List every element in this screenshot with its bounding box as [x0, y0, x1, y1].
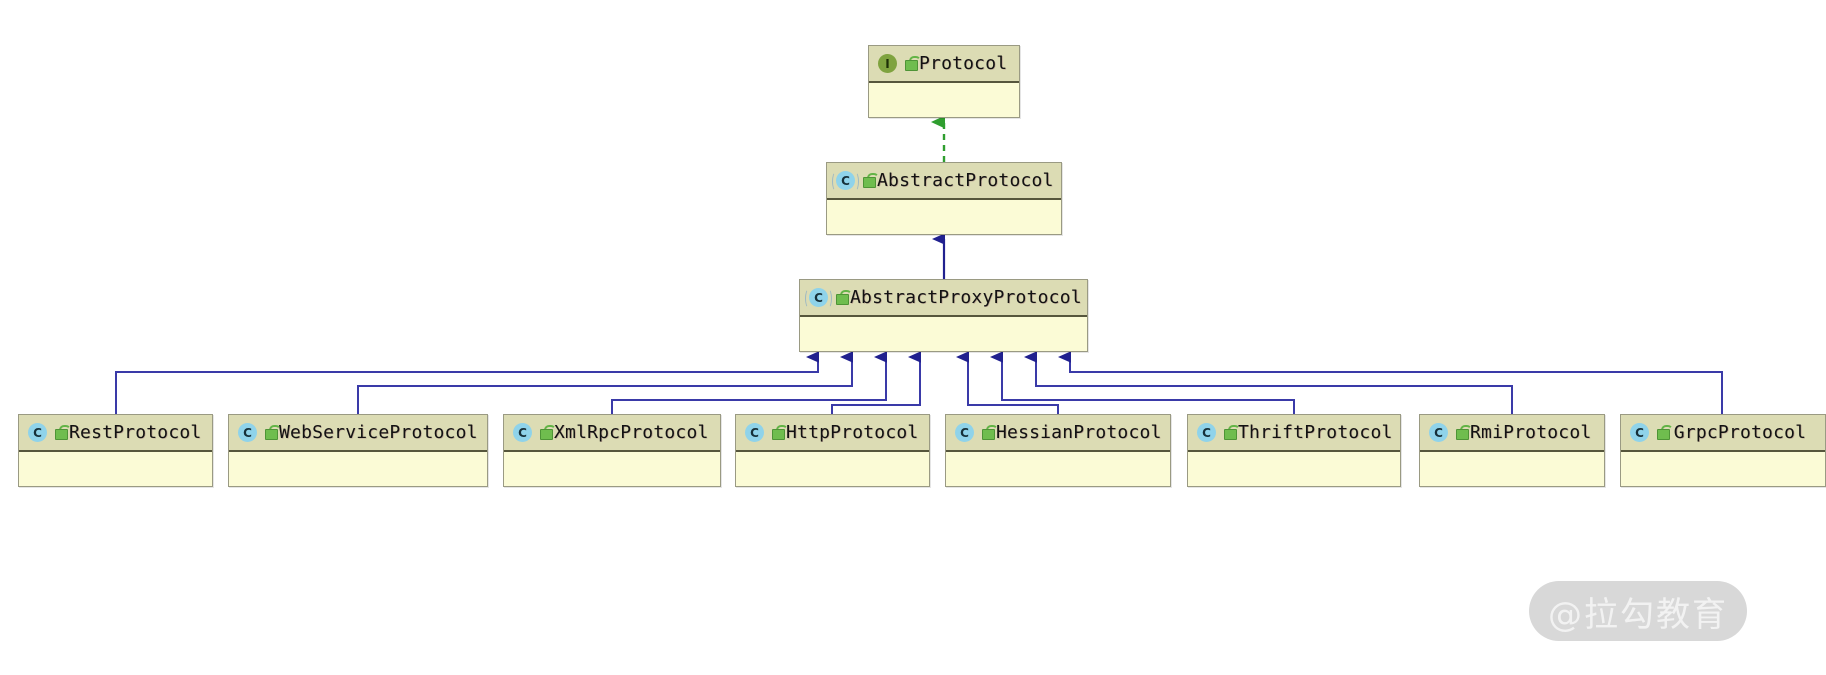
class-node-header: C RestProtocol — [19, 415, 212, 452]
class-members-compartment — [229, 452, 487, 486]
class-circle-icon: C — [238, 423, 257, 442]
class-name-label: HttpProtocol — [786, 422, 919, 443]
class-node-http-protocol[interactable]: C HttpProtocol — [735, 414, 930, 487]
class-node-header: C GrpcProtocol — [1621, 415, 1825, 452]
class-node-abstract-proxy-protocol[interactable]: C AbstractProxyProtocol — [799, 279, 1088, 352]
class-circle-icon: C — [1630, 423, 1649, 442]
class-circle-icon: C — [745, 423, 764, 442]
watermark-badge: @拉勾教育 — [1529, 581, 1747, 641]
edge-httpprotocol-extends-abstractproxyprotocol — [831, 351, 921, 414]
class-node-header: C ThriftProtocol — [1188, 415, 1400, 452]
class-node-header: C AbstractProxyProtocol — [800, 280, 1087, 317]
public-open-lock-icon — [55, 425, 71, 440]
class-node-thrift-protocol[interactable]: C ThriftProtocol — [1187, 414, 1401, 487]
class-members-compartment — [19, 452, 212, 486]
class-node-header: I Protocol — [869, 46, 1019, 83]
public-open-lock-icon — [905, 56, 921, 71]
edge-hessianprotocol-extends-abstractproxyprotocol — [956, 351, 1059, 414]
class-members-compartment — [827, 200, 1061, 234]
watermark-text: @拉勾教育 — [1548, 594, 1728, 635]
edge-xmlrpcprotocol-extends-abstractproxyprotocol — [611, 351, 887, 414]
abstract-class-circle-icon: C — [832, 171, 859, 191]
class-members-compartment — [946, 452, 1170, 486]
class-circle-icon: C — [955, 423, 974, 442]
class-name-label: GrpcProtocol — [1673, 422, 1807, 443]
class-name-label: Protocol — [919, 53, 1008, 74]
edge-webserviceprotocol-extends-abstractproxyprotocol — [357, 351, 853, 414]
class-node-rest-protocol[interactable]: C RestProtocol — [18, 414, 213, 487]
class-members-compartment — [869, 83, 1019, 117]
class-node-header: C RmiProtocol — [1420, 415, 1604, 452]
class-node-abstract-protocol[interactable]: C AbstractProtocol — [826, 162, 1062, 235]
edge-thriftprotocol-extends-abstractproxyprotocol — [990, 351, 1295, 414]
interface-circle-icon: I — [878, 54, 897, 73]
class-circle-icon: C — [1429, 423, 1448, 442]
class-node-web-service-protocol[interactable]: C WebServiceProtocol — [228, 414, 488, 487]
class-circle-icon: C — [1197, 423, 1216, 442]
class-node-rmi-protocol[interactable]: C RmiProtocol — [1419, 414, 1605, 487]
class-node-header: C WebServiceProtocol — [229, 415, 487, 452]
class-members-compartment — [1420, 452, 1604, 486]
class-members-compartment — [800, 317, 1087, 351]
class-members-compartment — [736, 452, 929, 486]
public-open-lock-icon — [982, 425, 998, 440]
public-open-lock-icon — [1224, 425, 1240, 440]
class-circle-icon: C — [28, 423, 47, 442]
edge-restprotocol-extends-abstractproxyprotocol — [115, 351, 819, 414]
class-circle-icon: C — [513, 423, 532, 442]
class-members-compartment — [1621, 452, 1825, 486]
class-node-xml-rpc-protocol[interactable]: C XmlRpcProtocol — [503, 414, 721, 487]
class-node-header: C AbstractProtocol — [827, 163, 1061, 200]
edge-grpcprotocol-extends-abstractproxyprotocol — [1058, 351, 1723, 414]
class-node-hessian-protocol[interactable]: C HessianProtocol — [945, 414, 1171, 487]
public-open-lock-icon — [265, 425, 281, 440]
class-name-label: RmiProtocol — [1470, 422, 1592, 443]
public-open-lock-icon — [1456, 425, 1472, 440]
public-open-lock-icon — [1657, 425, 1673, 440]
class-node-header: C HttpProtocol — [736, 415, 929, 452]
public-open-lock-icon — [540, 425, 556, 440]
class-node-grpc-protocol[interactable]: C GrpcProtocol — [1620, 414, 1826, 487]
class-node-header: C XmlRpcProtocol — [504, 415, 720, 452]
edge-rmiprotocol-extends-abstractproxyprotocol — [1024, 351, 1513, 414]
class-members-compartment — [504, 452, 720, 486]
class-node-header: C HessianProtocol — [946, 415, 1170, 452]
abstract-class-circle-icon: C — [805, 288, 832, 308]
class-members-compartment — [1188, 452, 1400, 486]
public-open-lock-icon — [836, 290, 852, 305]
class-node-protocol[interactable]: I Protocol — [868, 45, 1020, 118]
class-name-label: AbstractProxyProtocol — [850, 287, 1082, 308]
class-name-label: HessianProtocol — [996, 422, 1162, 443]
class-name-label: AbstractProtocol — [877, 170, 1054, 191]
class-name-label: RestProtocol — [69, 422, 202, 443]
class-name-label: WebServiceProtocol — [279, 422, 478, 443]
public-open-lock-icon — [863, 173, 879, 188]
public-open-lock-icon — [772, 425, 788, 440]
class-name-label: ThriftProtocol — [1238, 422, 1393, 443]
class-name-label: XmlRpcProtocol — [554, 422, 709, 443]
